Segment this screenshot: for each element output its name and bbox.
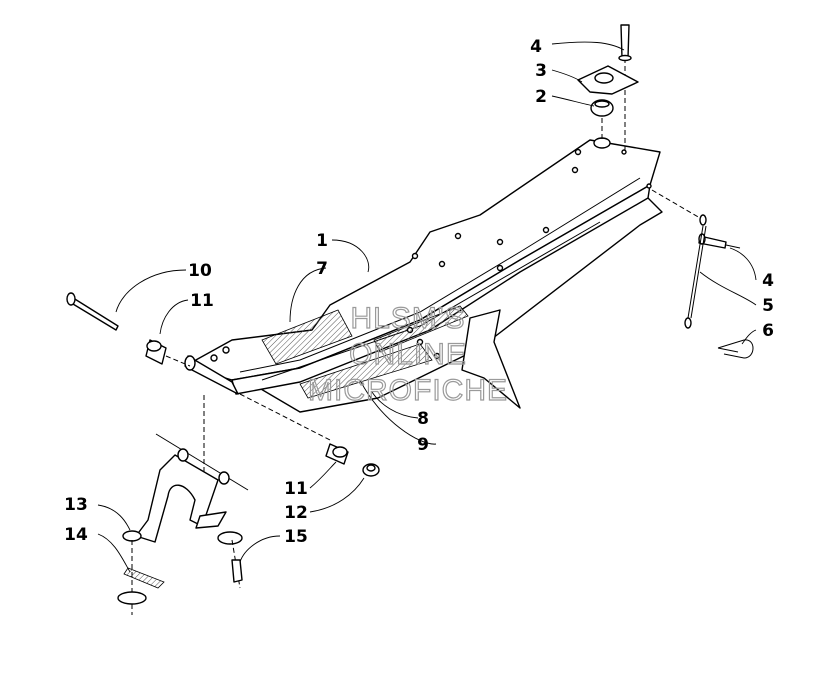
callout-1: 1 [316,231,328,251]
watermark-line-3: MICROFICHE [308,374,508,407]
skid-plate [184,137,663,413]
callout-7: 7 [316,259,328,279]
callout-4-right: 4 [762,271,774,291]
mounting-holes [210,137,652,362]
callout-labels: 4 3 2 1 7 10 11 4 5 6 8 9 11 12 13 14 15 [64,37,774,547]
callout-9: 9 [417,435,429,455]
callout-14: 14 [64,525,88,545]
callout-8: 8 [417,409,429,429]
callout-3: 3 [535,61,547,81]
cable-and-pin-hardware [651,189,754,359]
callout-12: 12 [284,503,308,523]
leader-lines [97,41,757,573]
watermark: HLSM'S ONLINE MICROFICHE [307,301,508,407]
top-mount-hardware [577,24,639,150]
callout-2: 2 [535,87,547,107]
callout-5: 5 [762,296,774,316]
hitch-bracket-assembly [117,395,249,615]
watermark-line-1: HLSM'S [350,302,465,335]
decal-8 [299,343,433,399]
spacer-and-nut-right [239,393,380,477]
callout-6: 6 [762,321,774,341]
callout-4-top: 4 [530,37,542,57]
callout-11-left: 11 [190,291,214,311]
callout-15: 15 [284,527,308,547]
watermark-line-2: ONLINE [349,338,467,371]
decal-9 [373,305,469,353]
callout-11-right: 11 [284,479,308,499]
bolt-and-spacer-left [66,292,191,367]
callout-10: 10 [188,261,212,281]
callout-13: 13 [64,495,88,515]
decal-7 [261,309,353,365]
